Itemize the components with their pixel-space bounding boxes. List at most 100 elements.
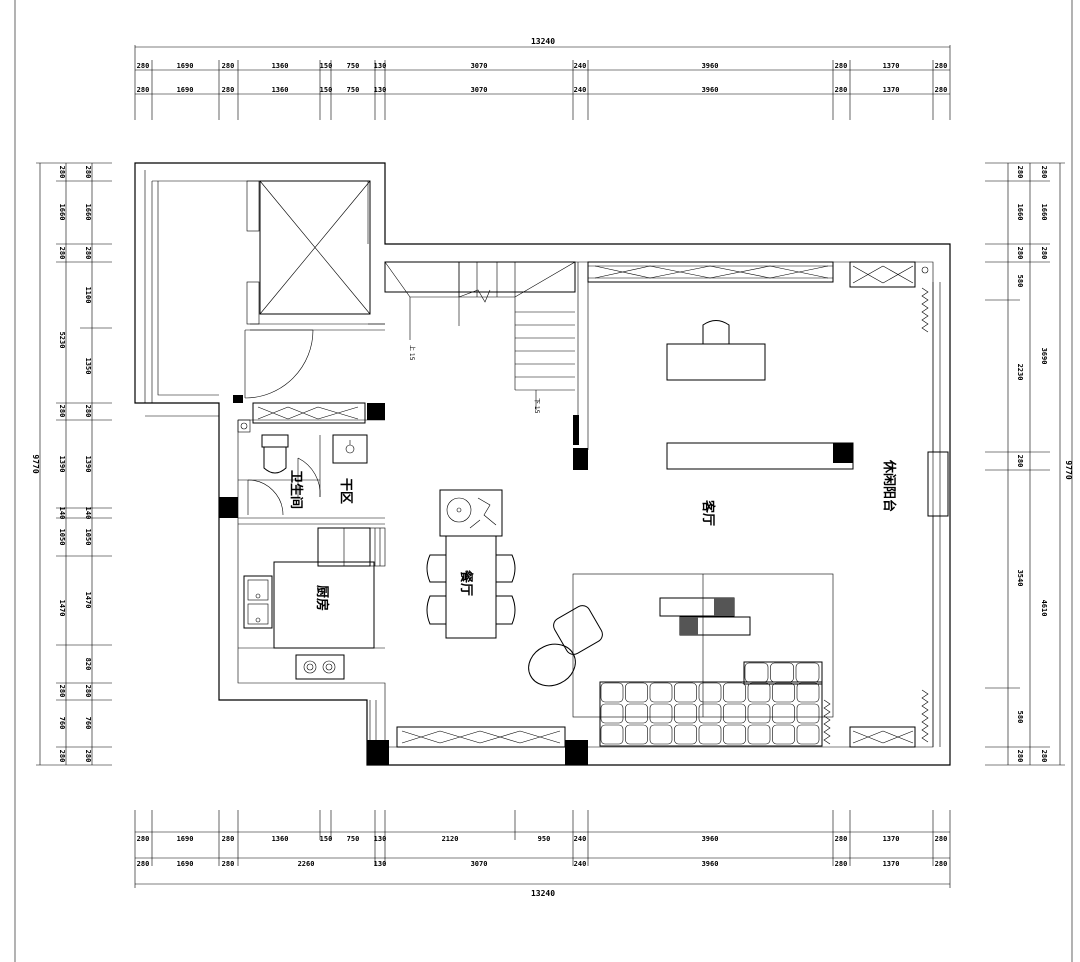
svg-text:240: 240 bbox=[574, 860, 587, 868]
coffee-tables bbox=[659, 597, 751, 636]
svg-text:130: 130 bbox=[374, 62, 387, 70]
sofa-cushion bbox=[674, 703, 697, 724]
window-top-right bbox=[849, 261, 916, 288]
lounge-chairs bbox=[528, 605, 603, 687]
svg-text:1470: 1470 bbox=[84, 592, 92, 609]
svg-text:140: 140 bbox=[84, 507, 92, 520]
svg-text:760: 760 bbox=[84, 717, 92, 730]
svg-text:580: 580 bbox=[1016, 275, 1024, 288]
bottom-row2-labels: 280 1690 280 2260 130 3070 240 3960 280 … bbox=[137, 860, 948, 868]
curtains bbox=[823, 266, 929, 745]
svg-text:280: 280 bbox=[1016, 455, 1024, 468]
svg-text:1350: 1350 bbox=[84, 358, 92, 375]
svg-text:280: 280 bbox=[58, 166, 66, 179]
svg-text:1660: 1660 bbox=[58, 204, 66, 221]
svg-text:1370: 1370 bbox=[883, 86, 900, 94]
svg-text:750: 750 bbox=[347, 62, 360, 70]
window-bathroom bbox=[252, 402, 366, 424]
left-total-dimension: 9770 bbox=[31, 454, 40, 473]
svg-text:1370: 1370 bbox=[883, 835, 900, 843]
sofa-cushion bbox=[625, 682, 648, 703]
sofa-cushion bbox=[723, 724, 746, 745]
sofa-cushion bbox=[796, 682, 820, 703]
svg-text:280: 280 bbox=[84, 166, 92, 179]
entry-door bbox=[244, 329, 314, 399]
svg-text:1690: 1690 bbox=[177, 835, 194, 843]
bathroom-label: 卫生间 bbox=[288, 470, 304, 509]
svg-text:280: 280 bbox=[58, 750, 66, 763]
bottom-row1-labels: 280 1690 280 1360 150 750 130 2120 950 2… bbox=[137, 835, 948, 843]
svg-text:280: 280 bbox=[935, 860, 948, 868]
dry-area-label: 干区 bbox=[338, 478, 353, 504]
svg-text:1390: 1390 bbox=[84, 456, 92, 473]
window-bottom-right bbox=[849, 726, 916, 748]
svg-text:3070: 3070 bbox=[471, 860, 488, 868]
sofa-cushion bbox=[674, 682, 697, 703]
left-inner-labels: 280 1660 280 1100 1350 280 1390 140 1050… bbox=[84, 166, 92, 763]
staircase bbox=[384, 261, 576, 410]
top-row1-labels: 280 1690 280 1360 150 750 130 3070 240 3… bbox=[137, 62, 948, 70]
svg-text:280: 280 bbox=[835, 835, 848, 843]
svg-text:3960: 3960 bbox=[702, 62, 719, 70]
right-total-dimension: 9770 bbox=[1064, 460, 1073, 479]
svg-text:280: 280 bbox=[222, 62, 235, 70]
right-outer-labels: 280 1660 280 3690 4610 280 bbox=[1040, 166, 1048, 763]
svg-text:130: 130 bbox=[374, 86, 387, 94]
svg-text:240: 240 bbox=[574, 62, 587, 70]
svg-text:3070: 3070 bbox=[471, 86, 488, 94]
svg-text:2120: 2120 bbox=[442, 835, 459, 843]
top-dimension-lines bbox=[134, 45, 951, 120]
svg-text:1370: 1370 bbox=[883, 62, 900, 70]
sofa-cushion bbox=[770, 662, 794, 683]
living-room-label: 客厅 bbox=[700, 500, 716, 526]
tv-cabinet bbox=[666, 442, 854, 470]
svg-text:760: 760 bbox=[58, 717, 66, 730]
sofa-cushion bbox=[744, 662, 769, 683]
left-dimension-lines bbox=[36, 162, 112, 766]
study-desk bbox=[666, 320, 766, 381]
svg-text:1660: 1660 bbox=[1016, 204, 1024, 221]
sofa-cushion bbox=[747, 682, 771, 703]
svg-text:280: 280 bbox=[835, 86, 848, 94]
svg-text:1690: 1690 bbox=[177, 86, 194, 94]
svg-text:2260: 2260 bbox=[298, 860, 315, 868]
svg-text:280: 280 bbox=[137, 62, 150, 70]
svg-text:3690: 3690 bbox=[1040, 348, 1048, 365]
structural-columns bbox=[219, 395, 588, 765]
svg-text:3960: 3960 bbox=[702, 835, 719, 843]
svg-text:280: 280 bbox=[935, 62, 948, 70]
svg-text:280: 280 bbox=[222, 860, 235, 868]
sofa-cushion bbox=[796, 703, 820, 724]
kitchen-label: 厨房 bbox=[314, 585, 330, 611]
svg-text:280: 280 bbox=[222, 86, 235, 94]
sofa-cushion bbox=[698, 703, 722, 724]
kitchen-fixtures bbox=[238, 527, 386, 740]
sofa-cushion bbox=[795, 662, 820, 683]
svg-text:280: 280 bbox=[1016, 750, 1024, 763]
svg-text:150: 150 bbox=[320, 62, 333, 70]
svg-text:140: 140 bbox=[58, 507, 66, 520]
svg-text:280: 280 bbox=[84, 247, 92, 260]
exterior-walls bbox=[134, 162, 951, 766]
sofa-cushion bbox=[723, 682, 746, 703]
svg-text:950: 950 bbox=[538, 835, 551, 843]
bathroom-fixtures bbox=[237, 419, 385, 525]
sofa bbox=[599, 661, 823, 747]
dining-table-set bbox=[426, 489, 516, 639]
sofa-cushion bbox=[600, 682, 624, 703]
svg-text:280: 280 bbox=[84, 750, 92, 763]
dining-label: 餐厅 bbox=[458, 569, 474, 596]
sofa-cushion bbox=[698, 724, 722, 745]
svg-text:1100: 1100 bbox=[84, 287, 92, 304]
window-top-living bbox=[587, 261, 834, 283]
svg-text:1360: 1360 bbox=[272, 62, 289, 70]
sofa-cushion bbox=[747, 703, 771, 724]
sofa-cushion bbox=[649, 682, 673, 703]
bottom-total-dimension: 13240 bbox=[531, 889, 555, 898]
sofa-cushion bbox=[625, 724, 648, 745]
svg-text:150: 150 bbox=[320, 835, 333, 843]
sofa-cushion bbox=[772, 703, 795, 724]
shaft-void bbox=[250, 180, 385, 331]
sofa-cushion bbox=[723, 703, 746, 724]
